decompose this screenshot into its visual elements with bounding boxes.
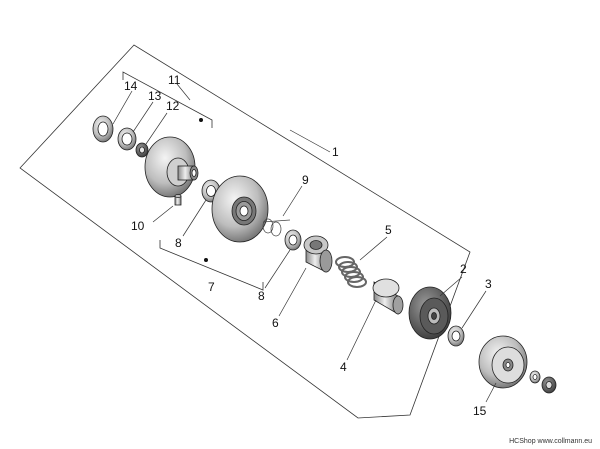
bushing-part-12 xyxy=(135,142,149,158)
end-nut xyxy=(541,376,557,394)
callout-8-lower: 8 xyxy=(258,289,265,303)
watermark: HCShop www.collmann.eu xyxy=(509,438,592,445)
callout-3: 3 xyxy=(485,277,492,291)
movable-pulley-part-7 xyxy=(211,175,269,243)
washer-part-3 xyxy=(447,325,465,347)
group-bracket-11 xyxy=(122,71,213,128)
clutch-part-2 xyxy=(408,286,452,340)
callout-13: 13 xyxy=(148,89,162,103)
guide-pins-part-9 xyxy=(262,218,291,237)
callout-2: 2 xyxy=(460,262,467,276)
bracket-dot xyxy=(199,118,203,122)
bearing-part-14 xyxy=(92,115,114,143)
spring-cup-part-4 xyxy=(372,278,404,315)
callout-10: 10 xyxy=(131,219,145,233)
callout-8-upper: 8 xyxy=(175,236,182,250)
group-bracket-7 xyxy=(159,240,264,291)
pin-part-10 xyxy=(174,194,182,206)
fixed-pulley-part-11 xyxy=(144,136,199,198)
callout-12: 12 xyxy=(166,99,180,113)
bracket-dot xyxy=(204,258,208,262)
clutch-bell-part-15 xyxy=(478,335,528,389)
callout-11: 11 xyxy=(168,73,181,87)
leader-lines xyxy=(112,83,497,403)
callout-1: 1 xyxy=(332,145,339,159)
end-washer xyxy=(529,370,541,384)
seal-ring-part-13 xyxy=(117,127,137,151)
callout-4: 4 xyxy=(340,360,347,374)
callout-5: 5 xyxy=(385,223,392,237)
callout-7: 7 xyxy=(208,280,215,294)
spring-part-5 xyxy=(335,256,367,288)
bearing-part-8-lower xyxy=(284,229,302,251)
callout-14: 14 xyxy=(124,79,138,93)
callout-15: 15 xyxy=(473,404,487,418)
sleeve-part-6 xyxy=(303,235,333,273)
callout-6: 6 xyxy=(272,316,279,330)
callout-9: 9 xyxy=(302,173,309,187)
